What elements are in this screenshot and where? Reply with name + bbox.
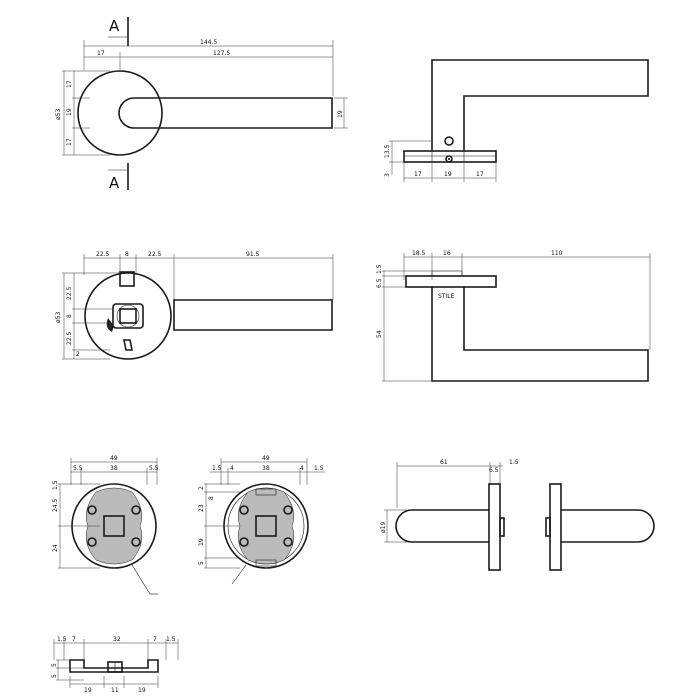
dim-lock-a: 22.5: [96, 251, 110, 258]
dim-total-length: 144.5: [200, 39, 217, 46]
dim-lock-v2: 8: [66, 314, 73, 318]
dim-top-h3: 54: [376, 330, 383, 338]
dim-p2-c: 38: [262, 465, 270, 472]
dim-ps-f: 19: [84, 687, 92, 694]
dim-p1-w: 49: [110, 455, 118, 462]
dim-p2-h2: 8: [208, 496, 215, 500]
dim-p1-h3: 24: [52, 544, 59, 552]
dim-handle-length: 127.5: [213, 50, 230, 57]
dim-ps-h2: 5: [51, 674, 58, 678]
dim-ps-b: 7: [72, 636, 76, 643]
dim-end-a: 61: [440, 459, 448, 466]
dim-lock-v4: 2: [76, 351, 80, 358]
dim-p2-h4: 19: [198, 538, 205, 546]
dim-top-a: 18.5: [412, 250, 426, 257]
dim-p2-e: 1.5: [314, 465, 324, 472]
dim-ps-e: 1.5: [166, 636, 176, 643]
dim-v-bot: 17: [66, 138, 73, 146]
plate-side-view: 1.5 7 32 7 1.5 5 5 19 11 19: [51, 636, 179, 694]
top-view: 18.5 16 110 STILE 1.5 6.5 54: [376, 250, 651, 382]
dim-side-h2: 3: [384, 173, 391, 177]
dim-end-dia: ø19: [380, 522, 387, 533]
dim-lock-v1: 22.5: [66, 286, 73, 300]
dim-p1-b: 38: [110, 465, 118, 472]
dim-ps-h: 19: [138, 687, 146, 694]
section-marker-top: A: [109, 17, 120, 35]
side-view: 13.5 3 17 19 17: [384, 59, 649, 182]
dim-p2-h1: 2: [198, 486, 205, 490]
dim-lock-d: 91.5: [246, 251, 260, 258]
dim-p2-h3: 23: [198, 504, 205, 512]
dim-end-c: 1.5: [509, 459, 519, 466]
dim-offset: 17: [97, 50, 105, 57]
dim-p1-c: 5.5: [149, 465, 159, 472]
plate-view-2: 49 1.5 4 38 4 1.5 2 8 23 19 5: [198, 455, 325, 585]
dim-v-mid: 19: [66, 108, 73, 116]
dim-end-b: 6.5: [489, 467, 499, 474]
front-view: A A 144.5 17 127.5 ø53 17 19 17 19: [55, 17, 348, 192]
stile-label: STILE: [438, 293, 455, 300]
dim-top-h2: 6.5: [376, 278, 383, 288]
dim-p1-h1: 1.5: [52, 480, 59, 490]
dim-ps-h1: 5: [51, 663, 58, 667]
dim-side-w2: 19: [444, 171, 452, 178]
dim-side-w3: 17: [476, 171, 484, 178]
dim-p2-a: 1.5: [212, 465, 222, 472]
dim-lock-c: 22.5: [148, 251, 162, 258]
dim-rose-dia: ø53: [55, 109, 62, 120]
dim-p2-h5: 5: [198, 561, 205, 565]
dim-p2-d: 4: [300, 465, 304, 472]
dim-v-top: 17: [66, 80, 73, 88]
dim-grip: 19: [337, 110, 344, 118]
dim-lock-rose-dia: ø53: [55, 312, 62, 323]
section-marker-bottom: A: [109, 174, 120, 192]
dim-p1-a: 5.5: [73, 465, 83, 472]
front-view-lock: 22.5 8 22.5 91.5 ø53 22.5 8 22.5 2: [55, 251, 334, 360]
dim-lock-b: 8: [125, 251, 129, 258]
dim-ps-g: 11: [111, 687, 119, 694]
dim-lock-v3: 22.5: [66, 331, 73, 345]
dim-side-w1: 17: [414, 171, 422, 178]
dim-p2-b: 4: [230, 465, 234, 472]
plate-view-1: 49 5.5 38 5.5 1.5 24.5 24: [52, 455, 159, 595]
dim-ps-c: 32: [113, 636, 121, 643]
dim-top-h1: 1.5: [376, 264, 383, 274]
dim-ps-a: 1.5: [57, 636, 67, 643]
dim-top-c: 110: [551, 250, 563, 257]
dim-side-h1: 13.5: [384, 144, 391, 158]
dim-p1-h2: 24.5: [52, 498, 59, 512]
dim-top-b: 16: [443, 250, 451, 257]
dim-p2-w: 49: [262, 455, 270, 462]
dim-ps-d: 7: [153, 636, 157, 643]
end-view: 61 6.5 1.5 ø19: [380, 459, 655, 571]
